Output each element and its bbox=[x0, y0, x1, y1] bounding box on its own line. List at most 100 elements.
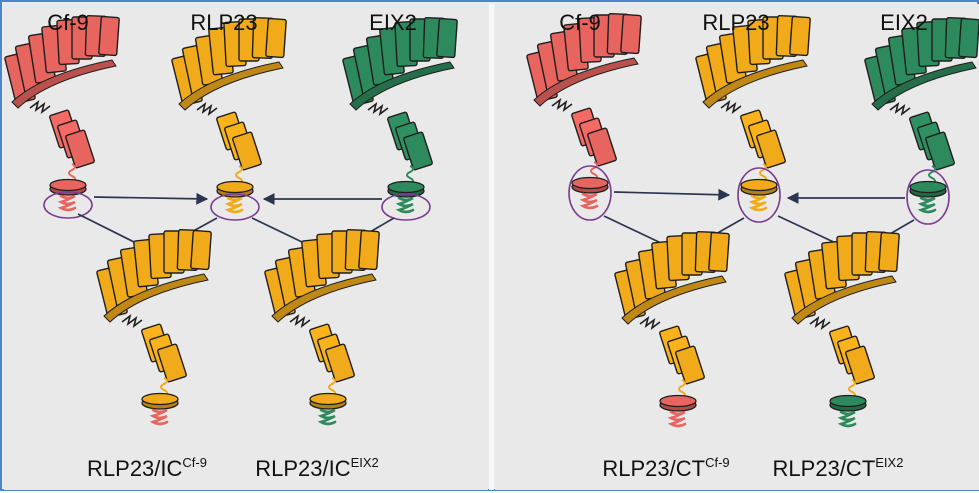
swapped-region-circle bbox=[210, 193, 260, 221]
juxtamembrane-disc-top bbox=[387, 180, 425, 194]
lrr-ectodomain bbox=[695, 15, 811, 169]
cytoplasmic-tail bbox=[149, 408, 169, 426]
cytoplasmic-tail bbox=[667, 410, 687, 428]
transmembrane-segment bbox=[759, 163, 767, 183]
lrr-ectodomain bbox=[614, 231, 730, 385]
lrr-shade bbox=[621, 275, 727, 325]
lrr-ectodomain bbox=[4, 15, 120, 169]
label-chimera-ic-cf9: RLP23/ICCf-9 bbox=[87, 455, 207, 481]
lrr-repeat bbox=[190, 229, 212, 271]
cytoplasmic-tail bbox=[748, 194, 768, 212]
lrr-shade bbox=[11, 59, 117, 109]
transmembrane-segment bbox=[406, 165, 414, 185]
cytoplasmic-tail bbox=[317, 408, 337, 426]
linker bbox=[889, 102, 911, 116]
transmembrane-segment bbox=[235, 165, 243, 185]
label-cf9: Cf-9 bbox=[47, 10, 89, 35]
linker bbox=[639, 316, 661, 330]
cytoplasmic-tail bbox=[224, 196, 244, 214]
swapped-region-circle bbox=[381, 193, 431, 221]
label-eix2: EIX2 bbox=[369, 10, 417, 35]
island-domain-block bbox=[65, 129, 95, 169]
lrr-repeat bbox=[265, 17, 287, 59]
island-domain-block bbox=[925, 131, 955, 171]
juxtamembrane-disc-top bbox=[909, 180, 947, 194]
cytoplasmic-tail bbox=[579, 192, 599, 210]
lrr-repeat bbox=[708, 231, 730, 273]
panel-divider bbox=[489, 4, 494, 490]
lrr-ectodomain bbox=[171, 17, 287, 171]
island-domain-block bbox=[403, 131, 433, 171]
island-domain-block bbox=[845, 345, 875, 385]
island-domain-block bbox=[756, 129, 786, 169]
label-chimera-ct-cf9: RLP23/CTCf-9 bbox=[602, 455, 730, 481]
lrr-ectodomain bbox=[784, 231, 900, 385]
lrr-ectodomain bbox=[96, 229, 212, 383]
linker bbox=[196, 102, 218, 116]
linker bbox=[29, 100, 51, 114]
swapped-region-circle bbox=[568, 165, 612, 221]
lrr-repeat bbox=[436, 17, 458, 59]
lrr-repeat bbox=[98, 15, 120, 57]
lrr-ectodomain bbox=[264, 229, 380, 383]
linker bbox=[551, 98, 573, 112]
lrr-repeat bbox=[789, 15, 811, 57]
transmembrane-segment bbox=[678, 379, 686, 399]
lrr-shade bbox=[791, 275, 897, 325]
island-domain-block bbox=[325, 343, 355, 383]
cytoplasmic-tail bbox=[917, 196, 937, 214]
swapped-region-circle bbox=[906, 169, 950, 225]
lrr-ectodomain bbox=[526, 13, 642, 167]
lrr-shade bbox=[871, 61, 977, 111]
swapped-region-circle bbox=[737, 167, 781, 223]
cytoplasmic-tail bbox=[395, 196, 415, 214]
arrow bbox=[613, 188, 731, 201]
label-cf9: Cf-9 bbox=[559, 10, 601, 35]
lrr-repeat bbox=[878, 231, 900, 273]
transmembrane-segment bbox=[328, 377, 336, 397]
lrr-shade bbox=[178, 61, 284, 111]
juxtamembrane-disc-top bbox=[829, 394, 867, 408]
juxtamembrane-disc-top bbox=[49, 178, 87, 192]
swapped-region-circle bbox=[43, 191, 93, 219]
panel-intracellular-swap bbox=[4, 4, 488, 490]
lrr-repeat bbox=[358, 229, 380, 271]
receptor bbox=[526, 13, 642, 221]
lrr-repeat bbox=[958, 17, 979, 59]
receptor bbox=[614, 231, 730, 428]
island-domain-block bbox=[675, 345, 705, 385]
lrr-shade bbox=[533, 57, 639, 107]
receptor bbox=[96, 229, 212, 426]
juxtamembrane-disc-top bbox=[216, 180, 254, 194]
linker bbox=[367, 102, 389, 116]
lrr-shade bbox=[349, 61, 455, 111]
island-domain-block bbox=[157, 343, 187, 383]
arrow bbox=[93, 192, 209, 205]
linker bbox=[809, 316, 831, 330]
lrr-repeat bbox=[620, 13, 642, 55]
transmembrane-segment bbox=[928, 165, 936, 185]
receptor bbox=[342, 17, 458, 221]
label-eix2: EIX2 bbox=[880, 10, 928, 35]
lrr-ectodomain bbox=[342, 17, 458, 171]
cytoplasmic-tail bbox=[837, 410, 857, 428]
lrr-ectodomain bbox=[864, 17, 979, 171]
label-chimera-ic-eix2: RLP23/ICEIX2 bbox=[255, 455, 379, 481]
receptor bbox=[864, 17, 979, 225]
linker bbox=[121, 314, 143, 328]
island-domain-block bbox=[587, 127, 617, 167]
transmembrane-segment bbox=[590, 161, 598, 181]
cytoplasmic-tail bbox=[57, 194, 77, 212]
transmembrane-segment bbox=[848, 379, 856, 399]
receptor bbox=[784, 231, 900, 428]
lrr-shade bbox=[103, 273, 209, 323]
linker bbox=[289, 314, 311, 328]
lrr-shade bbox=[271, 273, 377, 323]
island-domain-block bbox=[232, 131, 262, 171]
label-chimera-ct-eix2: RLP23/CTEIX2 bbox=[772, 455, 904, 481]
juxtamembrane-disc-top bbox=[740, 178, 778, 192]
receptor bbox=[264, 229, 380, 426]
receptor bbox=[695, 15, 811, 223]
